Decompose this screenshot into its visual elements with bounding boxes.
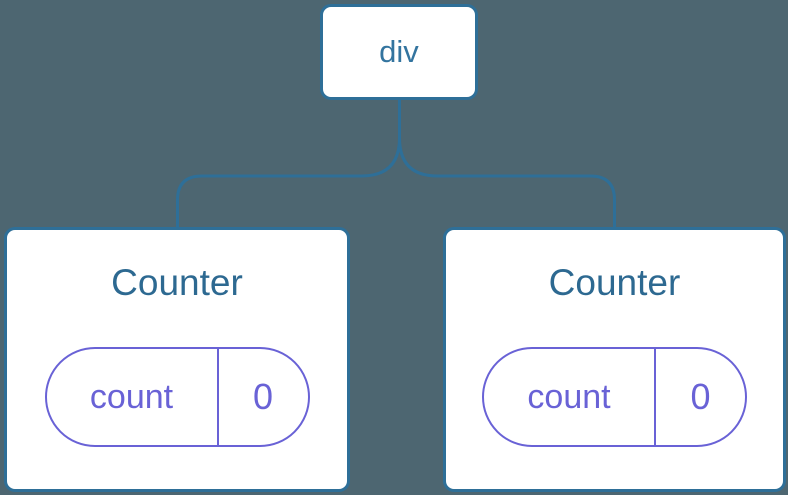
state-key: count <box>47 349 219 445</box>
state-value: 0 <box>690 376 711 417</box>
state-value: 0 <box>252 376 274 417</box>
counter-card-right: Counter count 0 <box>443 227 786 492</box>
counter-card-left: Counter count 0 <box>4 227 350 492</box>
state-key: count <box>484 349 656 445</box>
root-node-div: div <box>320 4 478 100</box>
state-pill: count 0 <box>482 347 747 447</box>
component-name: Counter <box>548 262 681 303</box>
root-node-label: div <box>379 34 419 69</box>
component-name: Counter <box>111 262 243 303</box>
connector-left-branch <box>176 100 401 227</box>
connector-right-branch <box>398 100 616 227</box>
state-pill: count 0 <box>44 347 310 447</box>
